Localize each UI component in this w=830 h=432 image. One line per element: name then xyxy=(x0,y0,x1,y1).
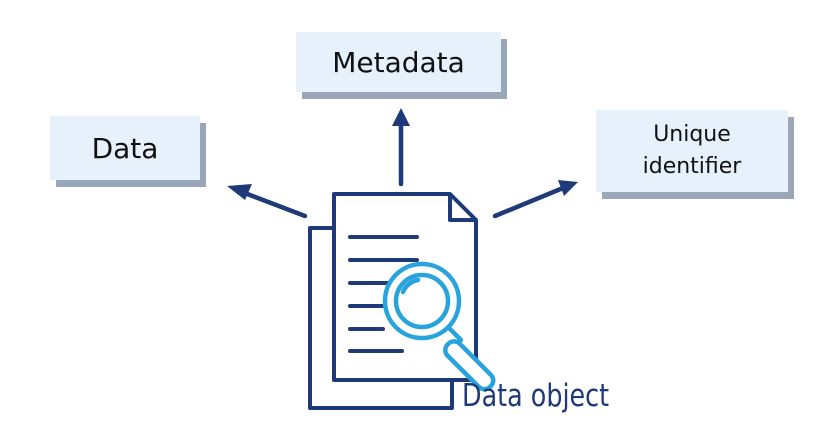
metadata-label: Metadata xyxy=(332,45,465,79)
unique-identifier-box: Unique identifier xyxy=(596,110,788,192)
unique-identifier-label-line1: Unique xyxy=(653,122,731,147)
arrow-to-unique-identifier xyxy=(492,180,578,219)
arrows xyxy=(227,108,578,219)
document-text-lines xyxy=(348,235,419,353)
data-label: Data xyxy=(91,131,159,165)
unique-identifier-label: Unique identifier xyxy=(643,119,742,183)
unique-identifier-label-line2: identifier xyxy=(642,154,742,179)
arrow-to-data xyxy=(227,184,308,219)
arrow-to-metadata xyxy=(392,108,410,187)
data-object-label: Data object xyxy=(462,378,610,414)
magnifying-glass-icon xyxy=(382,261,496,392)
metadata-box: Metadata xyxy=(296,32,501,92)
data-box: Data xyxy=(50,116,200,180)
